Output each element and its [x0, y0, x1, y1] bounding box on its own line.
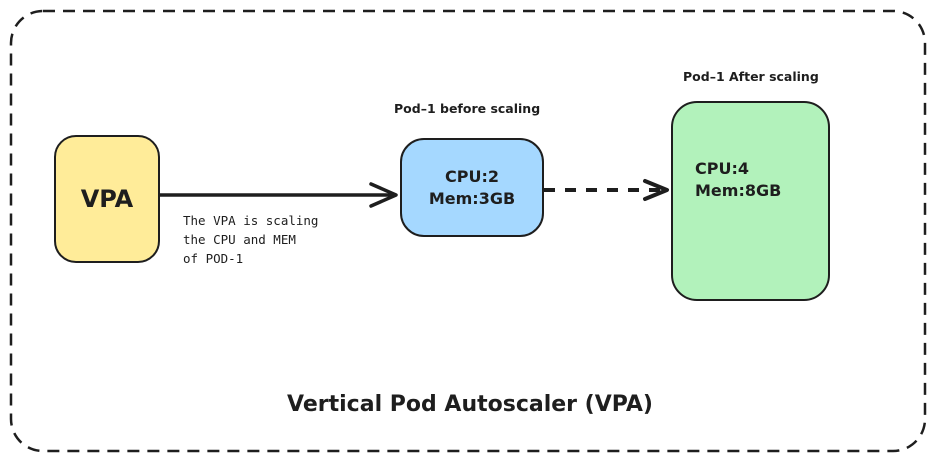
pod-before-mem: Mem:3GB: [428, 188, 516, 208]
pod-before-cpu: CPU:2: [445, 166, 499, 186]
pod-after-cpu: CPU:4: [695, 159, 749, 178]
pod-after-mem: Mem:8GB: [695, 181, 782, 200]
edge-note: The VPA is scaling the CPU and MEM of POD-…: [183, 211, 318, 268]
arrow-vpa-to-pod-before: [160, 182, 398, 208]
edge-note-line: of POD-1: [183, 251, 244, 266]
edge-note-line: The VPA is scaling: [183, 213, 319, 228]
outer-boundary: [9, 9, 927, 453]
vpa-node: VPA: [54, 135, 160, 263]
vpa-node-label: VPA: [80, 185, 134, 213]
arrow-pod-before-to-pod-after: [544, 179, 669, 201]
pod-after-node: CPU:4 Mem:8GB: [671, 101, 830, 301]
pod-after-caption: Pod–1 After scaling: [683, 69, 819, 84]
pod-before-caption: Pod–1 before scaling: [394, 101, 541, 116]
edge-note-line: the CPU and MEM: [183, 232, 296, 247]
pod-before-node: CPU:2 Mem:3GB: [400, 138, 544, 237]
diagram-title: Vertical Pod Autoscaler (VPA): [287, 392, 653, 417]
